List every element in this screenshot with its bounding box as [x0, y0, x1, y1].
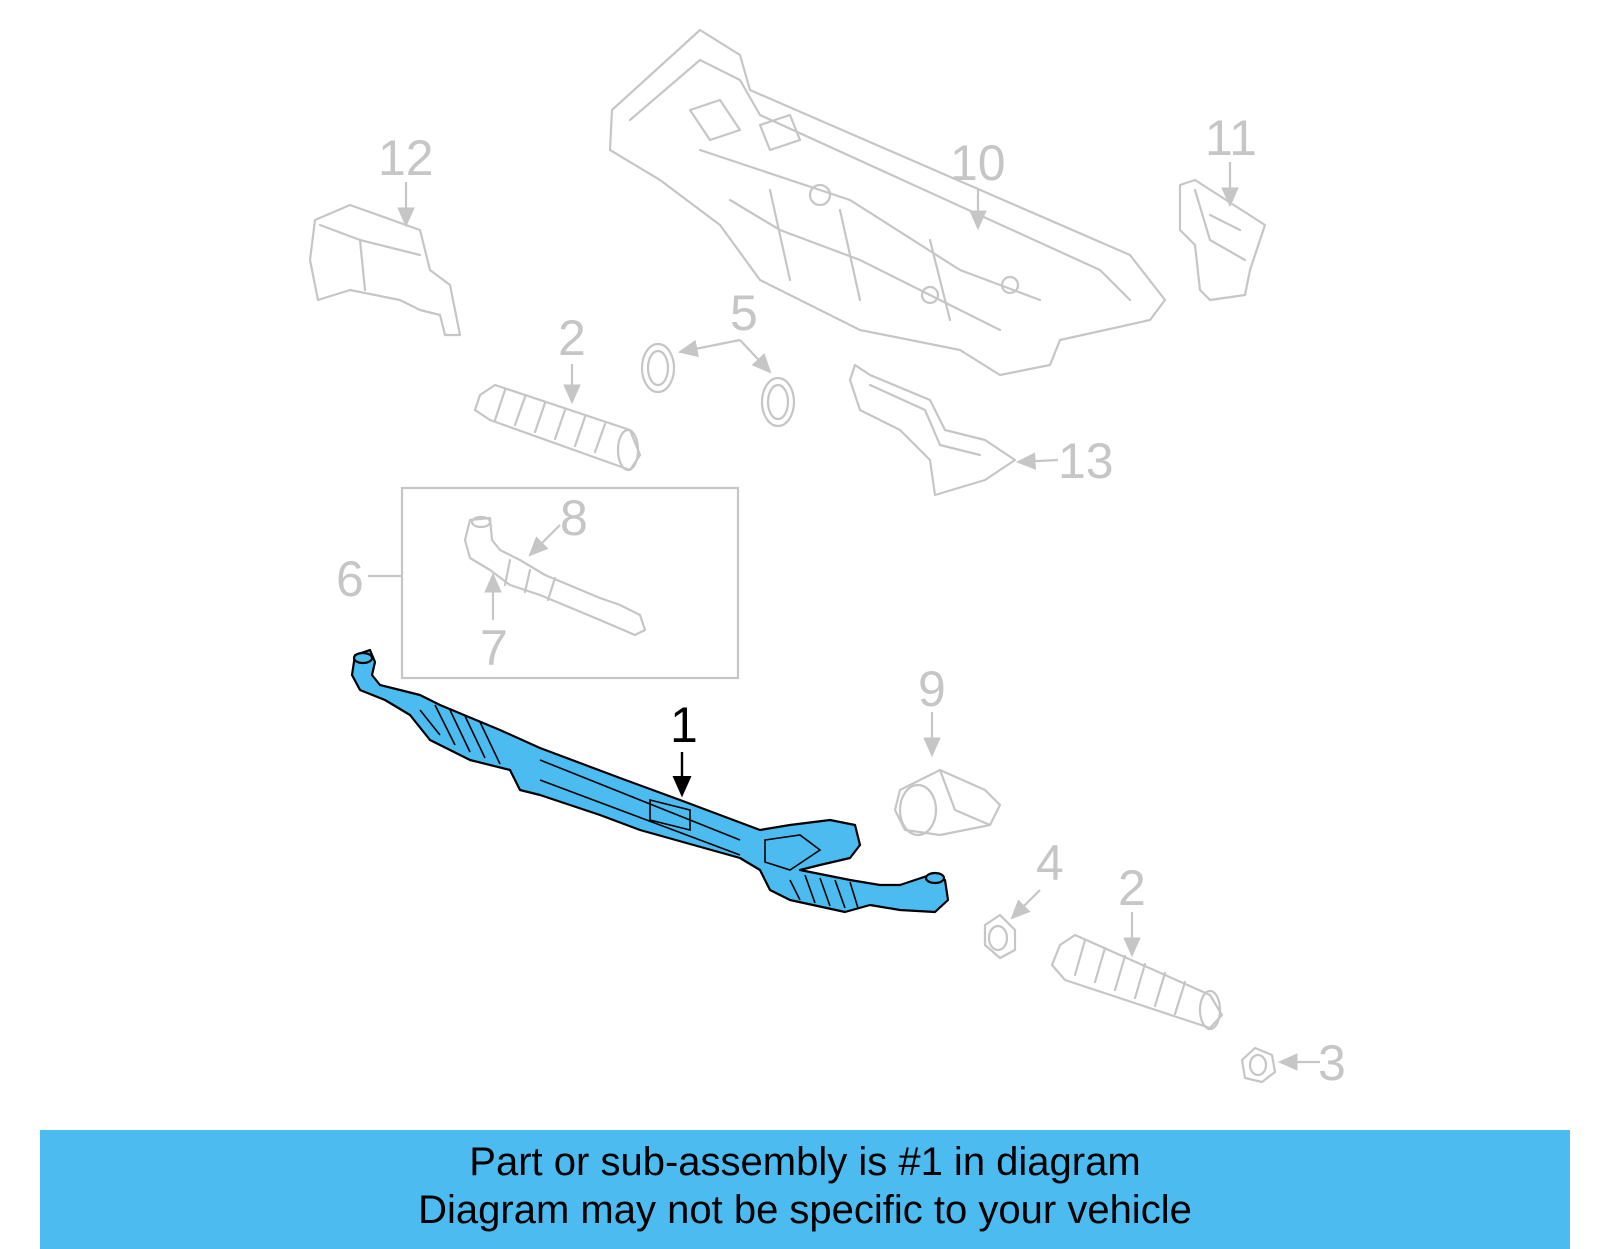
callout-2-upper: 2	[558, 310, 586, 366]
callout-11: 11	[1205, 110, 1257, 166]
bracket-part-12	[308, 203, 462, 337]
clip-part-3	[1240, 1046, 1277, 1084]
callout-9: 9	[918, 661, 946, 717]
leader-5a	[677, 338, 741, 358]
leader-5b	[739, 339, 772, 374]
banner-line-1: Part or sub-assembly is #1 in diagram	[469, 1140, 1141, 1184]
callout-5: 5	[730, 285, 758, 341]
steering-rack-part-1[interactable]	[350, 648, 950, 914]
clamp-part-4	[983, 913, 1017, 960]
boot-part-9	[893, 768, 1002, 837]
shield-part-13	[848, 363, 1017, 497]
callout-13: 13	[1058, 433, 1114, 489]
callout-2-lower: 2	[1118, 860, 1146, 916]
callout-7: 7	[480, 620, 508, 676]
banner-line-2: Diagram may not be specific to your vehi…	[418, 1188, 1192, 1232]
boot-part-2-lower	[1050, 933, 1224, 1031]
orings-part-5	[640, 342, 796, 428]
parts-diagram: 1 2 2 3 4 5 6 7 8 9 10 11 12 13	[308, 28, 1346, 1091]
callout-1: 1	[670, 697, 698, 753]
callout-6: 6	[336, 551, 364, 607]
bracket-part-11	[1178, 178, 1267, 302]
callout-12: 12	[378, 130, 434, 186]
tie-rod-box-part-6	[400, 486, 740, 680]
boot-part-2-upper	[473, 383, 642, 472]
info-banner: Part or sub-assembly is #1 in diagram Di…	[40, 1130, 1570, 1249]
callout-3: 3	[1318, 1035, 1346, 1091]
leader-4	[1010, 889, 1041, 920]
crossmember-part-10	[608, 28, 1167, 377]
callout-10: 10	[950, 135, 1006, 191]
leader-13	[1015, 452, 1059, 470]
leader-8	[528, 524, 561, 557]
callout-4: 4	[1036, 835, 1064, 891]
callout-8: 8	[560, 490, 588, 546]
